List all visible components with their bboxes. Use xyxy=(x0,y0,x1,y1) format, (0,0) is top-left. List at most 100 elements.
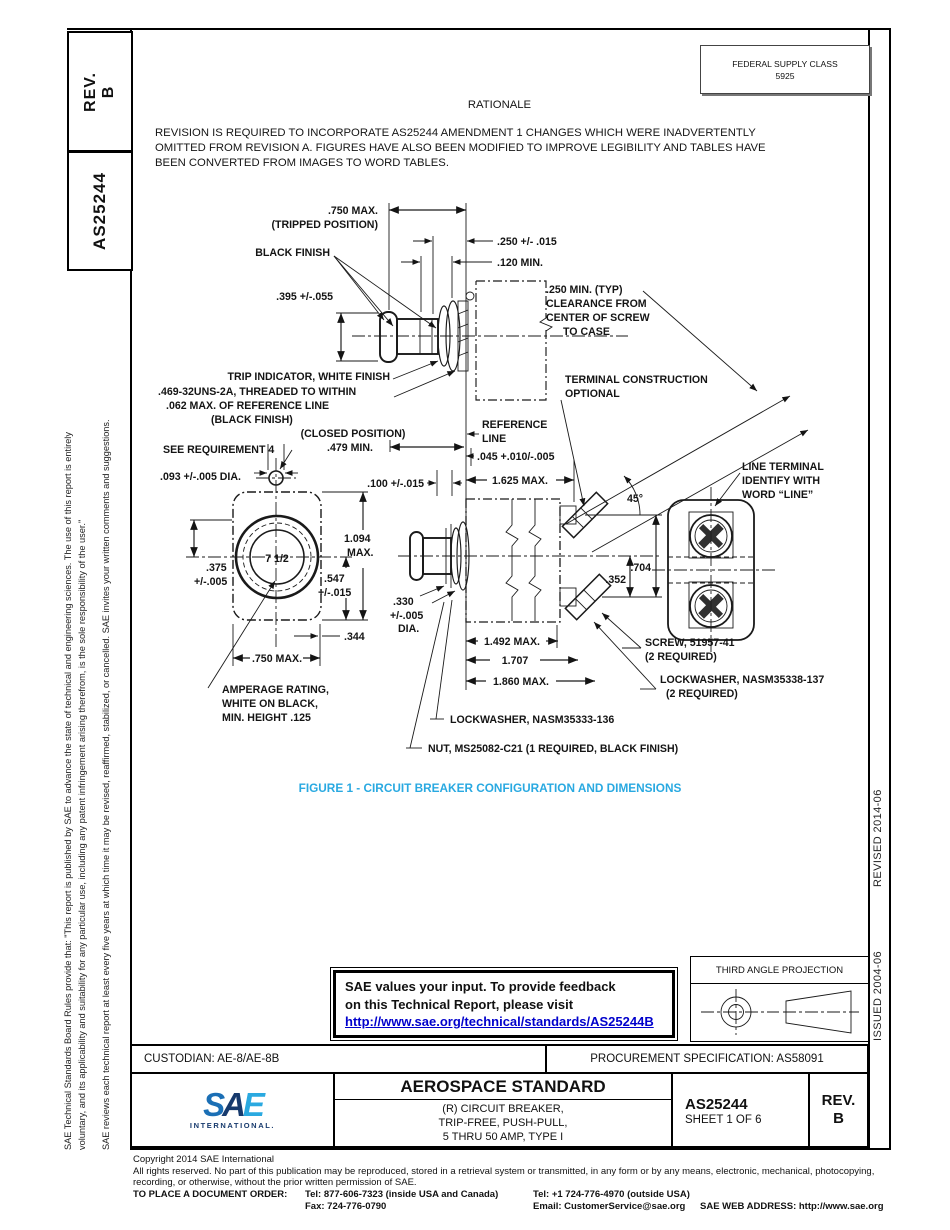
d352: .352 xyxy=(605,574,626,586)
fax-number: Fax: 724-776-0790 xyxy=(305,1201,387,1212)
fsc-value: 5925 xyxy=(775,70,795,81)
subtitle-line: TRIP-FREE, PUSH-PULL, xyxy=(438,1117,568,1129)
clr_1: .250 MIN. (TYP) xyxy=(546,284,623,296)
fsc-label: FEDERAL SUPPLY CLASS xyxy=(732,58,838,69)
amp_3: MIN. HEIGHT .125 xyxy=(222,712,311,724)
frame-right-outer xyxy=(889,28,891,1150)
lw1: LOCKWASHER, NASM35333-136 xyxy=(450,714,614,726)
rationale-title: RATIONALE xyxy=(467,99,532,111)
frame-right-inner xyxy=(868,28,870,1150)
d547_1: .547 xyxy=(324,573,345,585)
tripped_2: (TRIPPED POSITION) xyxy=(271,219,378,231)
lw2_1: LOCKWASHER, NASM35338-137 xyxy=(660,674,824,686)
projection-symbol xyxy=(701,989,859,1035)
d1094_2: MAX. xyxy=(347,547,374,559)
closed_1: (CLOSED POSITION) xyxy=(301,428,406,440)
rationale-line: BEEN CONVERTED FROM IMAGES TO WORD TABLE… xyxy=(155,157,449,169)
thr_2: .062 MAX. OF REFERENCE LINE xyxy=(166,400,329,412)
rationale-line: OMITTED FROM REVISION A. FIGURES HAVE AL… xyxy=(155,142,766,154)
d344: .344 xyxy=(344,631,365,643)
feedback-link[interactable]: http://www.sae.org/technical/standards/A… xyxy=(345,1014,654,1029)
d704: .704 xyxy=(630,562,651,574)
legal-text-line2: voluntary, and its applicability and sui… xyxy=(77,519,87,1150)
lw2_2: (2 REQUIRED) xyxy=(666,688,738,700)
sae-logo-word: SAE xyxy=(203,1086,265,1123)
a45: 45° xyxy=(627,493,643,505)
feedback-line1: SAE values your input. To provide feedba… xyxy=(345,979,616,994)
d093: .093 +/-.005 DIA. xyxy=(160,471,241,483)
doc-number-box: AS25244 xyxy=(67,151,133,271)
seereq: SEE REQUIREMENT 4 xyxy=(163,444,274,456)
d330_1: .330 xyxy=(393,596,414,608)
d250: .250 +/- .015 xyxy=(497,236,557,248)
amp_1: AMPERAGE RATING, xyxy=(222,684,329,696)
web-address: SAE WEB ADDRESS: http://www.sae.org xyxy=(700,1201,884,1212)
screw_1: SCREW, 51957-41 xyxy=(645,637,735,649)
projection-title: THIRD ANGLE PROJECTION xyxy=(691,957,868,984)
frame-bottom xyxy=(130,1148,891,1150)
top-side-view xyxy=(333,203,758,690)
legal-text-line1: SAE Technical Standards Board Rules prov… xyxy=(63,432,73,1150)
d750b: .750 MAX. xyxy=(252,653,302,665)
d120: .120 MIN. xyxy=(497,257,543,269)
lt_2: IDENTIFY WITH xyxy=(742,475,820,487)
rights-line2: recording, or otherwise, without the pri… xyxy=(133,1177,417,1188)
sheet-number: SHEET 1 OF 6 xyxy=(685,1113,762,1126)
d375_2: +/-.005 xyxy=(194,576,227,588)
thr_3: (BLACK FINISH) xyxy=(211,414,293,426)
revised-date: REVISED 2014-06 xyxy=(872,789,884,887)
d1860: 1.860 MAX. xyxy=(493,676,549,688)
standard-subtitle: (R) CIRCUIT BREAKER, TRIP-FREE, PUSH-PUL… xyxy=(335,1100,671,1146)
closed_2: .479 MIN. xyxy=(327,442,373,454)
title-block: SAE INTERNATIONAL. AEROSPACE STANDARD (R… xyxy=(130,1072,869,1148)
d1094_1: 1.094 xyxy=(344,533,371,545)
feedback-line2: on this Technical Report, please visit xyxy=(345,996,574,1012)
third-angle-projection-box: THIRD ANGLE PROJECTION xyxy=(690,956,869,1042)
rev-box: REV. B xyxy=(67,31,133,152)
d375_1: .375 xyxy=(206,562,227,574)
rev-box-value: B xyxy=(100,85,117,98)
order-label: TO PLACE A DOCUMENT ORDER: xyxy=(133,1189,288,1200)
rationale-line: REVISION IS REQUIRED TO INCORPORATE AS25… xyxy=(155,127,756,139)
document-number: AS25244 xyxy=(685,1095,748,1113)
d100: .100 +/-.015 xyxy=(367,478,424,490)
frame-left xyxy=(130,28,132,1150)
custodian: CUSTODIAN: AE-8/AE-8B xyxy=(144,1053,280,1065)
trip_ind: TRIP INDICATOR, WHITE FINISH xyxy=(228,371,390,383)
front-view xyxy=(186,444,368,689)
feedback-box: SAE values your input. To provide feedba… xyxy=(330,967,678,1041)
figure-drawing: .750 MAX. (TRIPPED POSITION) BLACK FINIS… xyxy=(158,203,824,755)
term_1: TERMINAL CONSTRUCTION xyxy=(565,374,708,386)
d1492: 1.492 MAX. xyxy=(484,636,540,648)
subtitle-line: (R) CIRCUIT BREAKER, xyxy=(442,1103,564,1115)
clr_4: TO CASE xyxy=(563,326,610,338)
subtitle-line: 5 THRU 50 AMP, TYPE I xyxy=(442,1131,564,1143)
issued-date: ISSUED 2004-06 xyxy=(872,951,884,1041)
term_2: OPTIONAL xyxy=(565,388,620,400)
side-view xyxy=(398,395,809,749)
standard-type-title: AEROSPACE STANDARD xyxy=(335,1074,671,1100)
amp_circle: 7 1/2 xyxy=(265,553,289,565)
terminal-view xyxy=(652,472,778,652)
revision-value: B xyxy=(833,1110,844,1127)
lt_1: LINE TERMINAL xyxy=(742,461,824,473)
procurement-spec: PROCUREMENT SPECIFICATION: AS58091 xyxy=(545,1046,867,1072)
screw_2: (2 REQUIRED) xyxy=(645,651,717,663)
rationale-paragraph: REVISION IS REQUIRED TO INCORPORATE AS25… xyxy=(155,126,766,171)
revision-label: REV. xyxy=(821,1092,856,1109)
d1707: 1.707 xyxy=(502,655,529,667)
tel-outside: Tel: +1 724-776-4970 (outside USA) xyxy=(533,1189,690,1200)
doc-number-side: AS25244 xyxy=(90,172,110,250)
figure-caption: FIGURE 1 - CIRCUIT BREAKER CONFIGURATION… xyxy=(298,781,682,795)
d330_2: +/-.005 xyxy=(390,610,423,622)
legal-text-line3: SAE reviews each technical report at lea… xyxy=(101,419,111,1150)
thr_1: .469-32UNS-2A, THREADED TO WITHIN xyxy=(158,386,356,398)
sae-logo-subtext: INTERNATIONAL. xyxy=(189,1121,276,1130)
clr_2: CLEARANCE FROM xyxy=(546,298,647,310)
tripped_1: .750 MAX. xyxy=(328,205,378,217)
d330_3: DIA. xyxy=(398,623,419,635)
rights-line1: All rights reserved. No part of this pub… xyxy=(133,1166,875,1177)
figure-labels: .750 MAX. (TRIPPED POSITION) BLACK FINIS… xyxy=(158,205,824,755)
d045: .045 +.010/-.005 xyxy=(477,451,555,463)
ref_1: REFERENCE xyxy=(482,419,547,431)
